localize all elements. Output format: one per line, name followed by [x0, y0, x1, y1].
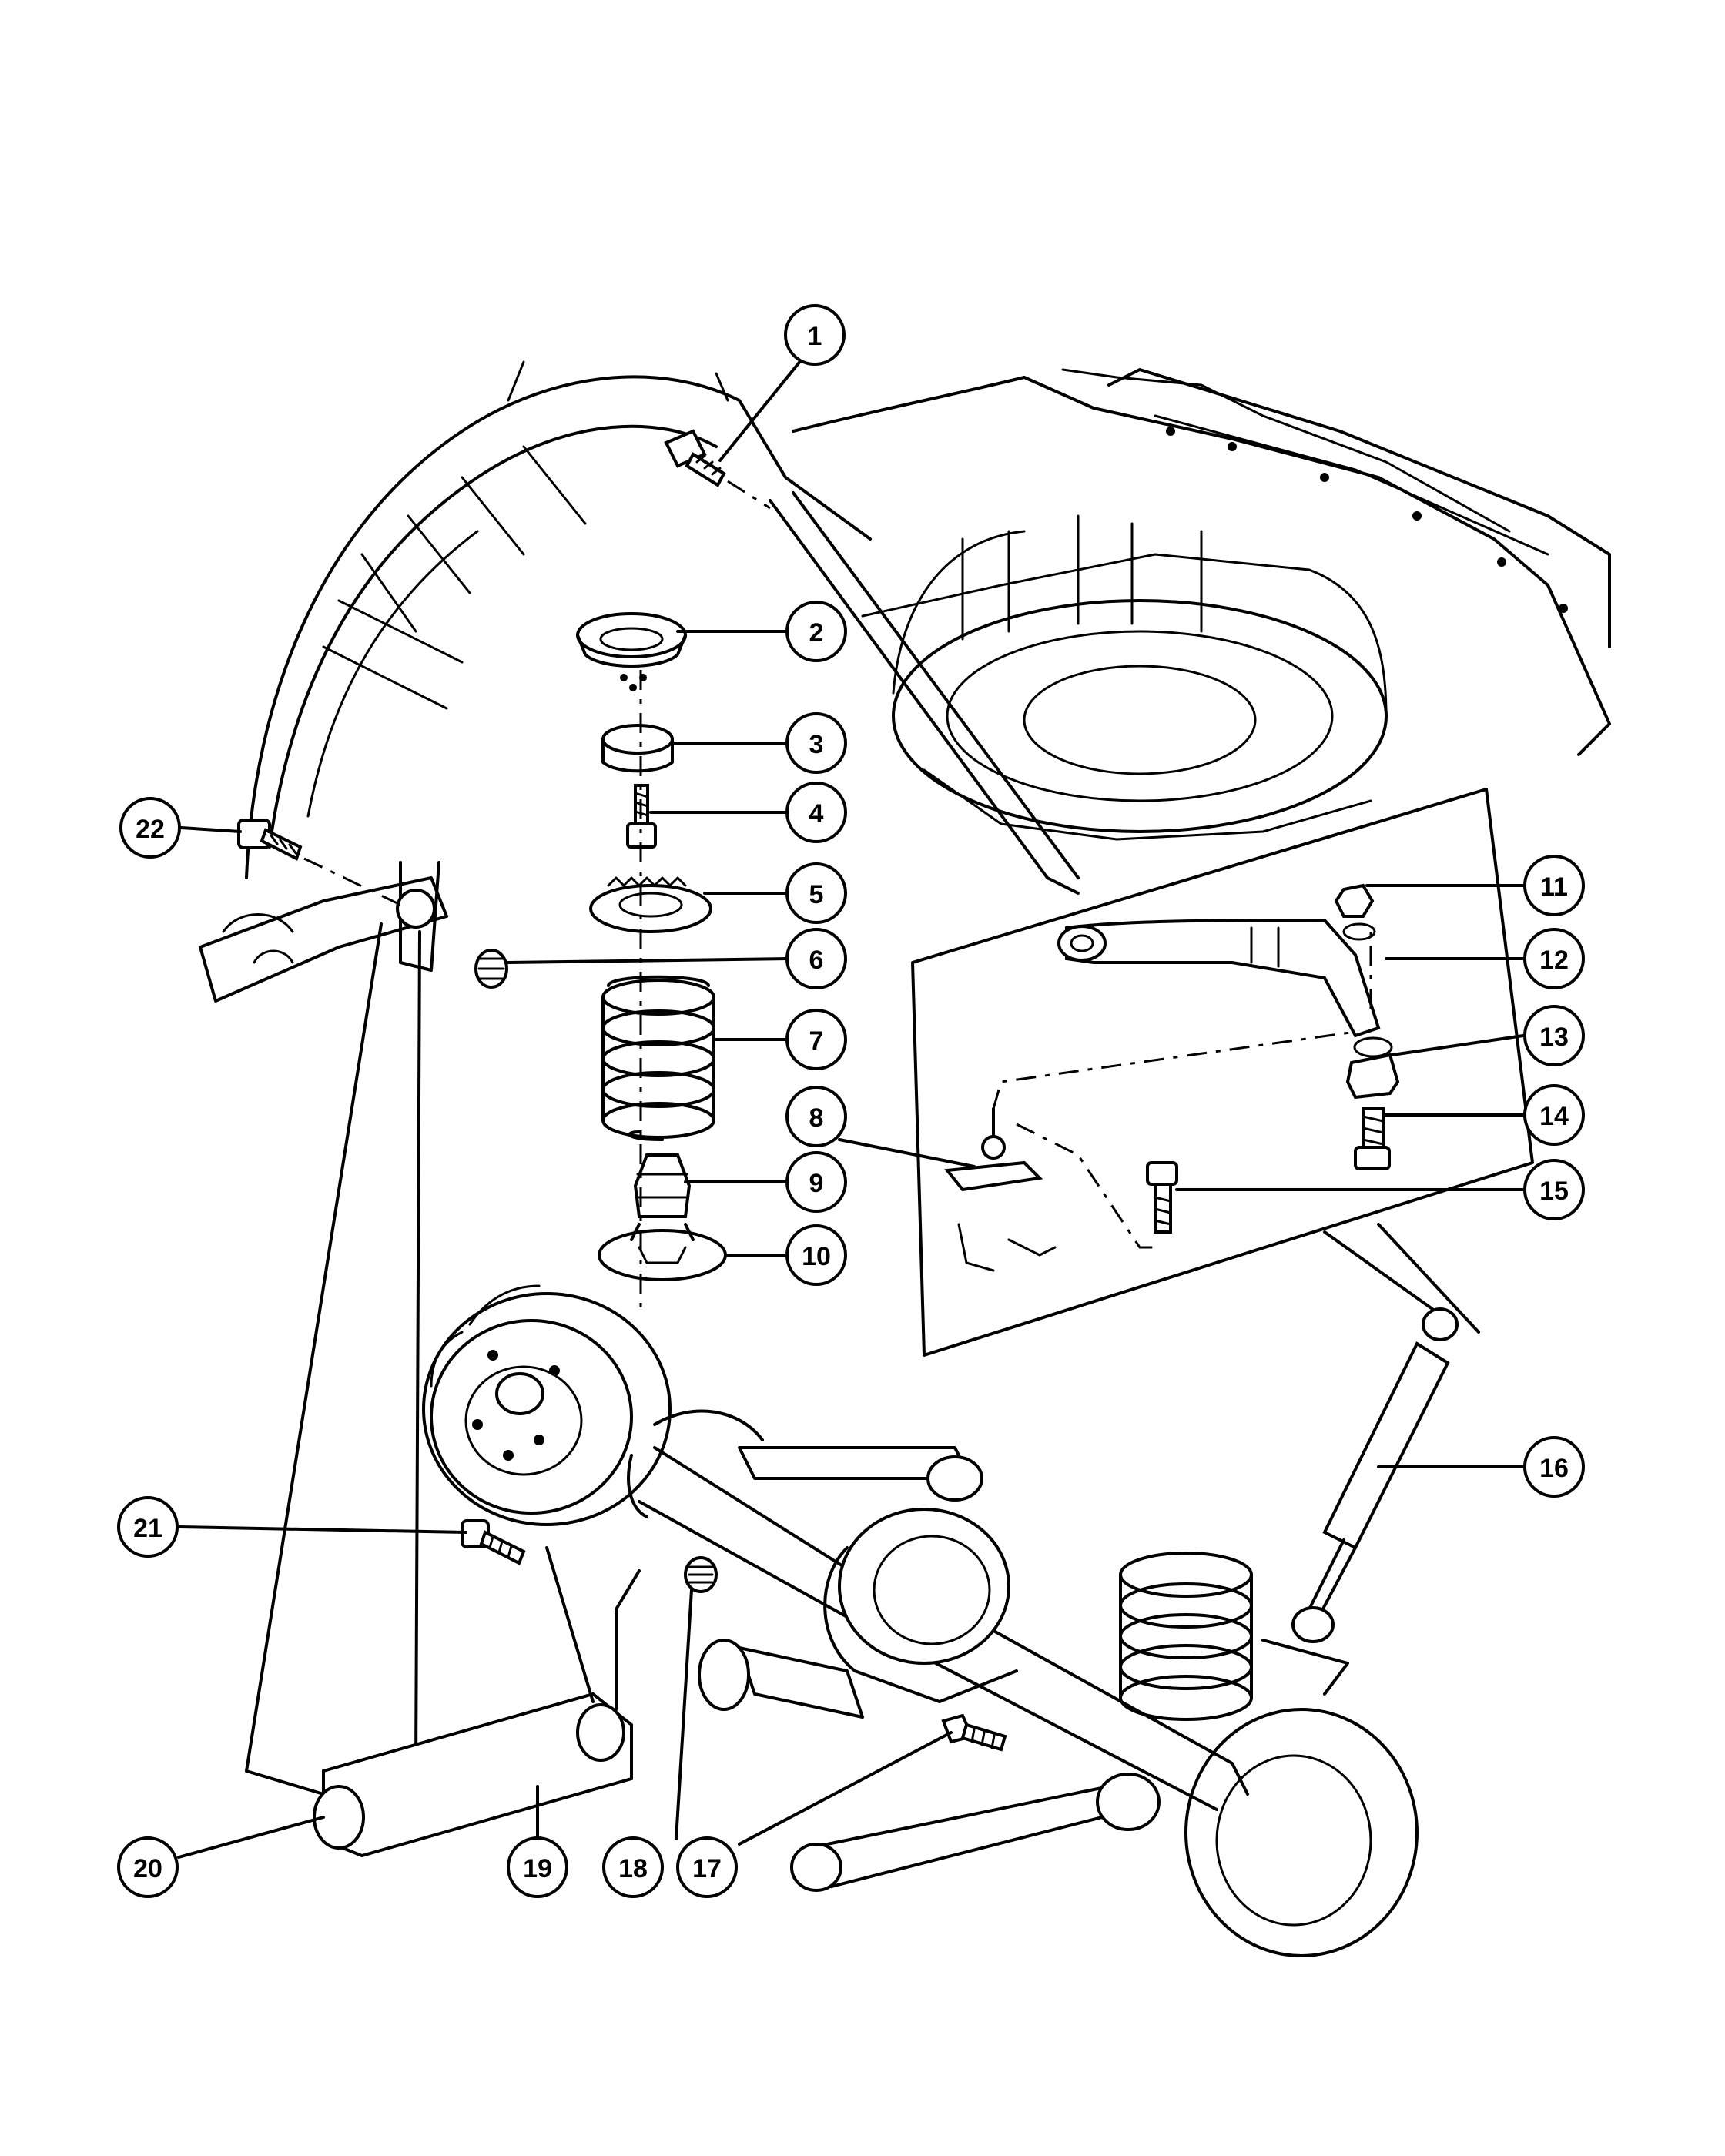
- svg-text:17: 17: [692, 1854, 722, 1883]
- leader-13: [1391, 1034, 1525, 1056]
- svg-text:7: 7: [809, 1026, 824, 1056]
- leader-22: [179, 826, 242, 833]
- svg-text:2: 2: [809, 618, 824, 648]
- callout-21: 21: [117, 1496, 179, 1558]
- callout-13: 13: [1523, 1005, 1585, 1066]
- callout-1: 1: [784, 304, 846, 366]
- svg-text:6: 6: [809, 946, 824, 975]
- svg-text:12: 12: [1539, 946, 1569, 975]
- vehicle-underbody: [199, 360, 1611, 1003]
- bolt-22: [237, 819, 401, 906]
- leader-17: [738, 1731, 953, 1846]
- svg-text:21: 21: [133, 1514, 162, 1543]
- svg-text:1: 1: [808, 322, 822, 351]
- rear-axle-assembly: [245, 922, 1480, 1957]
- bolt-1: [664, 429, 771, 510]
- bolt-15: [1146, 1161, 1178, 1186]
- leader-6: [507, 957, 789, 964]
- svg-text:20: 20: [133, 1854, 162, 1883]
- svg-text:18: 18: [618, 1854, 648, 1883]
- nut-11: [1334, 883, 1375, 918]
- shock-absorber: [1291, 1223, 1480, 1643]
- coil-spring: [601, 975, 715, 1141]
- leader-8: [838, 1138, 976, 1168]
- svg-text:3: 3: [809, 730, 824, 759]
- svg-text:19: 19: [523, 1854, 552, 1883]
- upper-control-arm: [1065, 918, 1381, 1038]
- callout-6: 6: [785, 928, 847, 989]
- bracket-8: [944, 1160, 1043, 1192]
- coil-spring-right: [1119, 1552, 1253, 1721]
- callout-2: 2: [785, 601, 847, 662]
- callout-10: 10: [785, 1224, 847, 1286]
- upper-control-arm-inset: [911, 788, 1534, 1357]
- callout-14: 14: [1523, 1084, 1585, 1146]
- spring-mount-stack: [474, 612, 727, 1309]
- callout-22: 22: [119, 797, 181, 859]
- nut-18: [684, 1556, 718, 1593]
- lower-spring-seat: [598, 1229, 727, 1281]
- callout-4: 4: [785, 782, 847, 843]
- bushing-13: [1345, 1053, 1400, 1100]
- svg-text:22: 22: [136, 815, 165, 844]
- bolt-21: [461, 1519, 526, 1565]
- callout-9: 9: [785, 1151, 847, 1213]
- svg-text:4: 4: [809, 799, 824, 829]
- callout-7: 7: [785, 1009, 847, 1070]
- svg-text:15: 15: [1539, 1177, 1569, 1206]
- callout-11: 11: [1523, 855, 1585, 916]
- callout-16: 16: [1523, 1436, 1585, 1498]
- callout-8: 8: [785, 1086, 847, 1147]
- lower-control-arm-right: [806, 1784, 1135, 1889]
- track-bar-nut: [474, 949, 508, 989]
- svg-text:11: 11: [1540, 872, 1568, 902]
- callout-18: 18: [602, 1836, 664, 1898]
- leader-18: [675, 1589, 693, 1840]
- callout-15: 15: [1523, 1159, 1585, 1220]
- leader-1: [718, 359, 802, 462]
- svg-text:10: 10: [802, 1242, 831, 1271]
- jounce-bumper: [633, 1153, 692, 1218]
- svg-text:8: 8: [809, 1103, 824, 1133]
- leader-20: [177, 1816, 325, 1859]
- svg-text:13: 13: [1539, 1023, 1569, 1052]
- callout-19: 19: [507, 1836, 568, 1898]
- spacer: [601, 724, 674, 755]
- svg-text:5: 5: [809, 880, 824, 909]
- callout-17: 17: [676, 1836, 738, 1898]
- callout-3: 3: [785, 712, 847, 774]
- leader-21: [177, 1525, 467, 1534]
- callout-20: 20: [117, 1836, 179, 1898]
- leader-lines: [177, 359, 1525, 1859]
- spring-seat: [589, 884, 712, 933]
- differential-cover: [838, 1508, 1010, 1665]
- svg-text:9: 9: [809, 1169, 824, 1198]
- svg-text:16: 16: [1539, 1454, 1569, 1483]
- bolt-17: [941, 1713, 1007, 1752]
- callout-12: 12: [1523, 928, 1585, 989]
- callout-5: 5: [785, 862, 847, 924]
- svg-text:14: 14: [1539, 1102, 1569, 1131]
